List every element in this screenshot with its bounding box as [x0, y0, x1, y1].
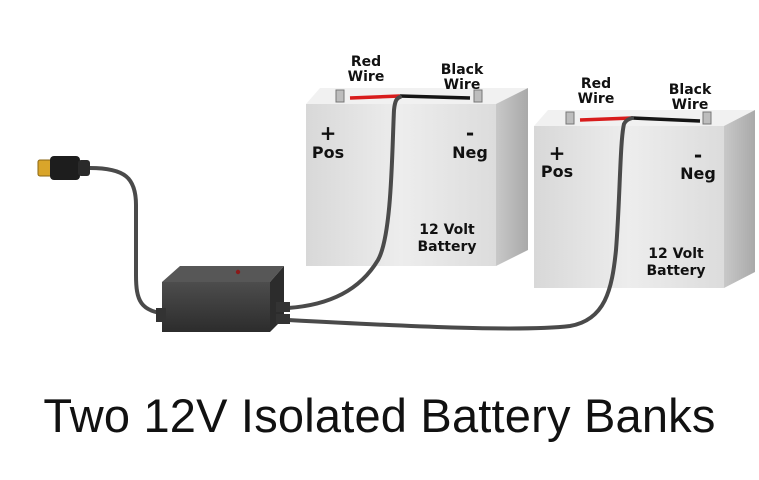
battery-2-red-wire-label-2: Wire [578, 91, 615, 107]
battery-2-neg-sign: - [694, 143, 702, 167]
battery-1-negative-terminal [473, 89, 483, 103]
isolator-module-body [162, 282, 270, 332]
diagram-caption: Two 12V Isolated Battery Banks [43, 389, 716, 442]
cable-to-battery-2 [286, 116, 634, 331]
battery-1-side [496, 88, 528, 266]
plug-body [50, 156, 80, 180]
battery-2-face [534, 126, 724, 288]
battery-1-neg-label: Neg [452, 143, 488, 162]
battery-1-black-wire-label-2: Wire [444, 77, 481, 93]
battery-1-red-wire [349, 94, 401, 100]
battery-2-side [724, 110, 755, 288]
battery-2-positive-terminal [565, 111, 575, 125]
battery-2-black-wire-label-2: Wire [672, 97, 709, 113]
battery-1-neg-sign: - [466, 121, 474, 145]
battery-2-red-wire [579, 116, 633, 122]
battery-1-face [306, 104, 496, 266]
battery-2-pos-sign: + [549, 141, 566, 165]
input-cable [88, 166, 170, 316]
cable-to-battery-1 [286, 95, 402, 310]
battery-1: Red Wire Black Wire + Pos - Neg 12 Volt … [306, 54, 528, 266]
battery-1-black-wire [399, 94, 471, 100]
isolator-module-output-port-2 [276, 314, 290, 324]
battery-1-red-wire-label-2: Wire [348, 69, 385, 85]
battery-2-pos-label: Pos [541, 162, 573, 181]
plug-strain-relief [78, 160, 90, 176]
battery-2: Red Wire Black Wire + Pos - Neg 12 Volt … [534, 76, 755, 288]
battery-1-pos-sign: + [320, 121, 337, 145]
plug-connector [37, 156, 90, 180]
isolator-module-top [162, 266, 284, 282]
battery-1-pos-label: Pos [312, 143, 344, 162]
battery-1-positive-terminal [335, 89, 345, 103]
isolator-module-output-port-1 [276, 302, 290, 312]
battery-2-red-wire-label-1: Red [581, 76, 611, 92]
battery-2-negative-terminal [702, 111, 712, 125]
isolator-module-led [235, 269, 241, 275]
plug-tip [37, 159, 53, 177]
battery-2-label-line-1: 12 Volt [648, 246, 704, 262]
battery-2-neg-label: Neg [680, 164, 716, 183]
battery-1-label-line-1: 12 Volt [419, 222, 475, 238]
battery-1-red-wire-label-1: Red [351, 54, 381, 70]
battery-1-black-wire-label-1: Black [441, 62, 484, 78]
battery-2-black-wire [631, 116, 701, 123]
isolator-module [156, 266, 290, 332]
battery-1-label-line-2: Battery [417, 239, 476, 255]
battery-2-label-line-2: Battery [646, 263, 705, 279]
isolator-module-input-port [156, 308, 166, 322]
battery-2-black-wire-label-1: Black [669, 82, 712, 98]
